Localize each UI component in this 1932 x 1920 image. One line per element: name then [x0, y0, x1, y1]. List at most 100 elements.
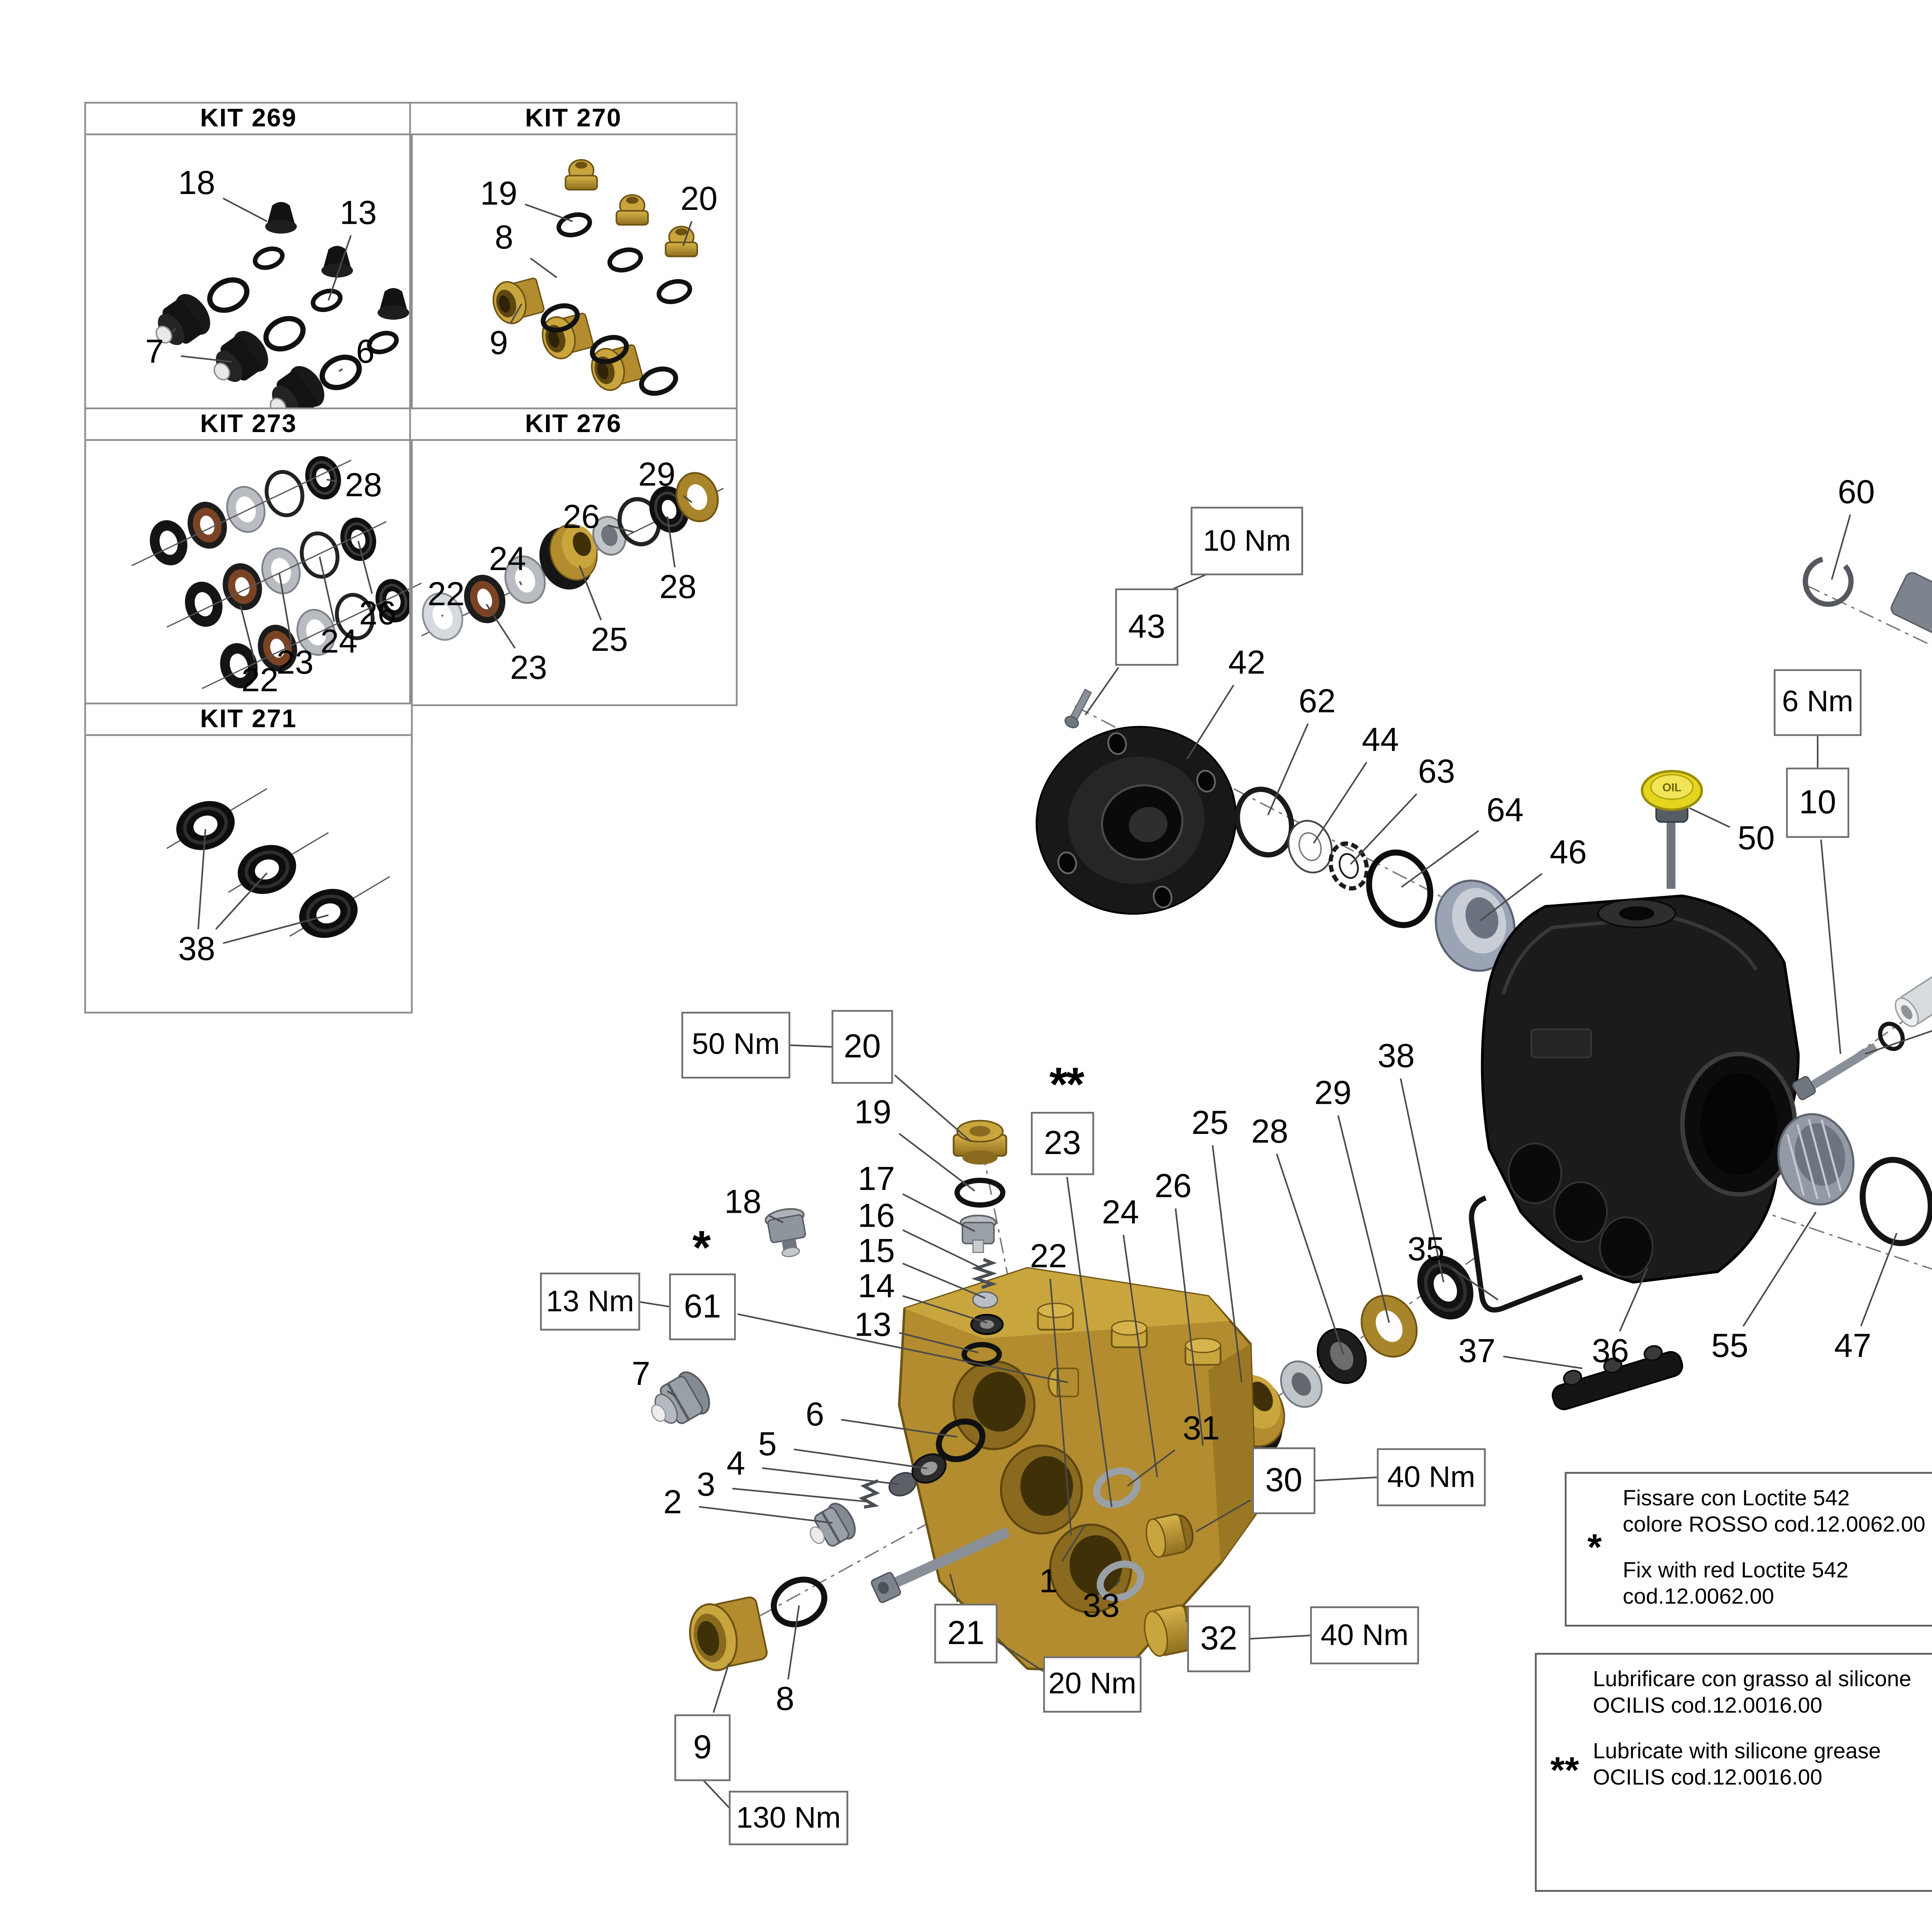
part-44-washer: [1287, 820, 1333, 873]
leader-line: [223, 197, 267, 222]
callout-63: 63: [1418, 754, 1455, 791]
leader-line: [338, 368, 343, 372]
kit276-callout-28: 28: [659, 570, 697, 607]
leader-line: [1619, 1268, 1648, 1332]
leader-line: [902, 1295, 987, 1324]
boxed-callout-61: 61: [669, 1273, 736, 1340]
note-marker-**: **: [1049, 1058, 1085, 1111]
note-text-line: cod.12.0062.00: [1622, 1584, 1774, 1609]
leader-line: [667, 1390, 677, 1397]
part-47-o-ring: [1859, 1157, 1932, 1246]
callout-37: 37: [1458, 1334, 1496, 1371]
leader-line: [578, 565, 602, 621]
boxed-callout-43: 43: [1115, 588, 1179, 666]
leader-line: [1337, 1115, 1390, 1323]
note-text-line: [1593, 1720, 1932, 1739]
leader-line: [1049, 1278, 1072, 1535]
leader-line: [1480, 873, 1543, 921]
part-18-valve: [764, 1208, 806, 1257]
kit270-callout-9: 9: [489, 326, 508, 363]
part-1-manifold: [898, 1267, 1257, 1674]
part-55-bearing: [1777, 1113, 1855, 1206]
leader-line: [1831, 514, 1851, 580]
kit276-parts: [421, 472, 724, 641]
part-46-bearing: [1435, 879, 1516, 972]
leader-line: [667, 516, 676, 568]
leader-line: [1115, 1578, 1121, 1587]
part-11-bolt: [1792, 1021, 1905, 1100]
callout-38: 38: [1378, 1039, 1415, 1076]
leader-line: [326, 478, 338, 482]
torque-label-40-nm: 40 Nm: [1377, 1448, 1486, 1506]
part-3-spring: [859, 1479, 880, 1509]
part-14-seat: [970, 1314, 1004, 1335]
leader-line: [525, 203, 573, 222]
callout-62: 62: [1298, 684, 1336, 721]
callout-33: 33: [1082, 1588, 1120, 1626]
leader-line: [841, 1419, 957, 1438]
note-marker-*: *: [692, 1222, 711, 1275]
torque-label-10-nm: 10 Nm: [1190, 507, 1303, 575]
leader-line: [278, 572, 293, 643]
note-text-line: OCILIS cod.12.0016.00: [1593, 1765, 1823, 1790]
leader-line: [530, 257, 557, 278]
part-17-valve: [959, 1214, 997, 1253]
part-60-circlip: [1803, 556, 1854, 607]
boxed-callout-20: 20: [832, 1010, 893, 1084]
part-35-clip: [1469, 1195, 1583, 1313]
leader-line: [1313, 1476, 1379, 1482]
part-6-o-ring: [936, 1418, 986, 1462]
torque-label-50-nm: 50 Nm: [681, 1011, 791, 1079]
valve-stack: [952, 1120, 1007, 1367]
leader-line: [1276, 1154, 1344, 1355]
leader-line: [519, 581, 522, 586]
note-text-line: colore ROSSO cod.12.0062.00: [1622, 1512, 1925, 1537]
leader-line: [762, 1467, 900, 1485]
leader-line: [319, 557, 335, 622]
note-text-line: [1623, 1539, 1932, 1558]
boxed-callout-30: 30: [1252, 1447, 1316, 1514]
kit276-callout-29: 29: [638, 457, 675, 495]
leader-line: [1212, 1145, 1243, 1383]
leader-line: [1085, 667, 1119, 715]
kit276-packing-25: [539, 524, 598, 590]
callout-24: 24: [1102, 1195, 1139, 1232]
callout-6: 6: [805, 1397, 824, 1434]
part-30-plug: [1146, 1513, 1194, 1558]
kit273-callout-28: 28: [345, 468, 382, 505]
torque-label-130-nm: 130 Nm: [729, 1791, 849, 1845]
leader-line: [902, 1229, 982, 1269]
part-20-plug: [952, 1120, 1007, 1165]
leader-line: [1066, 1176, 1113, 1507]
part-21-bolt: [871, 1527, 1010, 1603]
callout-17: 17: [857, 1162, 895, 1199]
part-33-washer: [1097, 1560, 1145, 1602]
kit273-callout-24: 24: [320, 624, 358, 662]
leader-line: [1452, 1268, 1499, 1300]
callout-14: 14: [857, 1269, 895, 1306]
leader-line: [1248, 1634, 1312, 1640]
part-43-screw-left: [1064, 688, 1092, 729]
leader-line: [240, 606, 255, 661]
callout-19: 19: [854, 1095, 891, 1132]
callout-35: 35: [1407, 1232, 1445, 1269]
kit269-parts: [155, 202, 409, 417]
callout-15: 15: [857, 1234, 895, 1271]
part-42-flange: [1036, 726, 1237, 915]
kit273-callout-22: 22: [241, 663, 279, 700]
leader-line: [1820, 839, 1842, 1054]
callout-42: 42: [1228, 645, 1265, 683]
leader-line: [1865, 1030, 1932, 1055]
leader-line: [223, 914, 329, 944]
boxed-callout-32: 32: [1187, 1605, 1251, 1672]
callout-44: 44: [1362, 723, 1399, 760]
callout-60: 60: [1838, 475, 1875, 512]
leader-line: [215, 872, 268, 930]
callout-7: 7: [631, 1357, 650, 1394]
kit269-callout-7: 7: [145, 334, 164, 372]
